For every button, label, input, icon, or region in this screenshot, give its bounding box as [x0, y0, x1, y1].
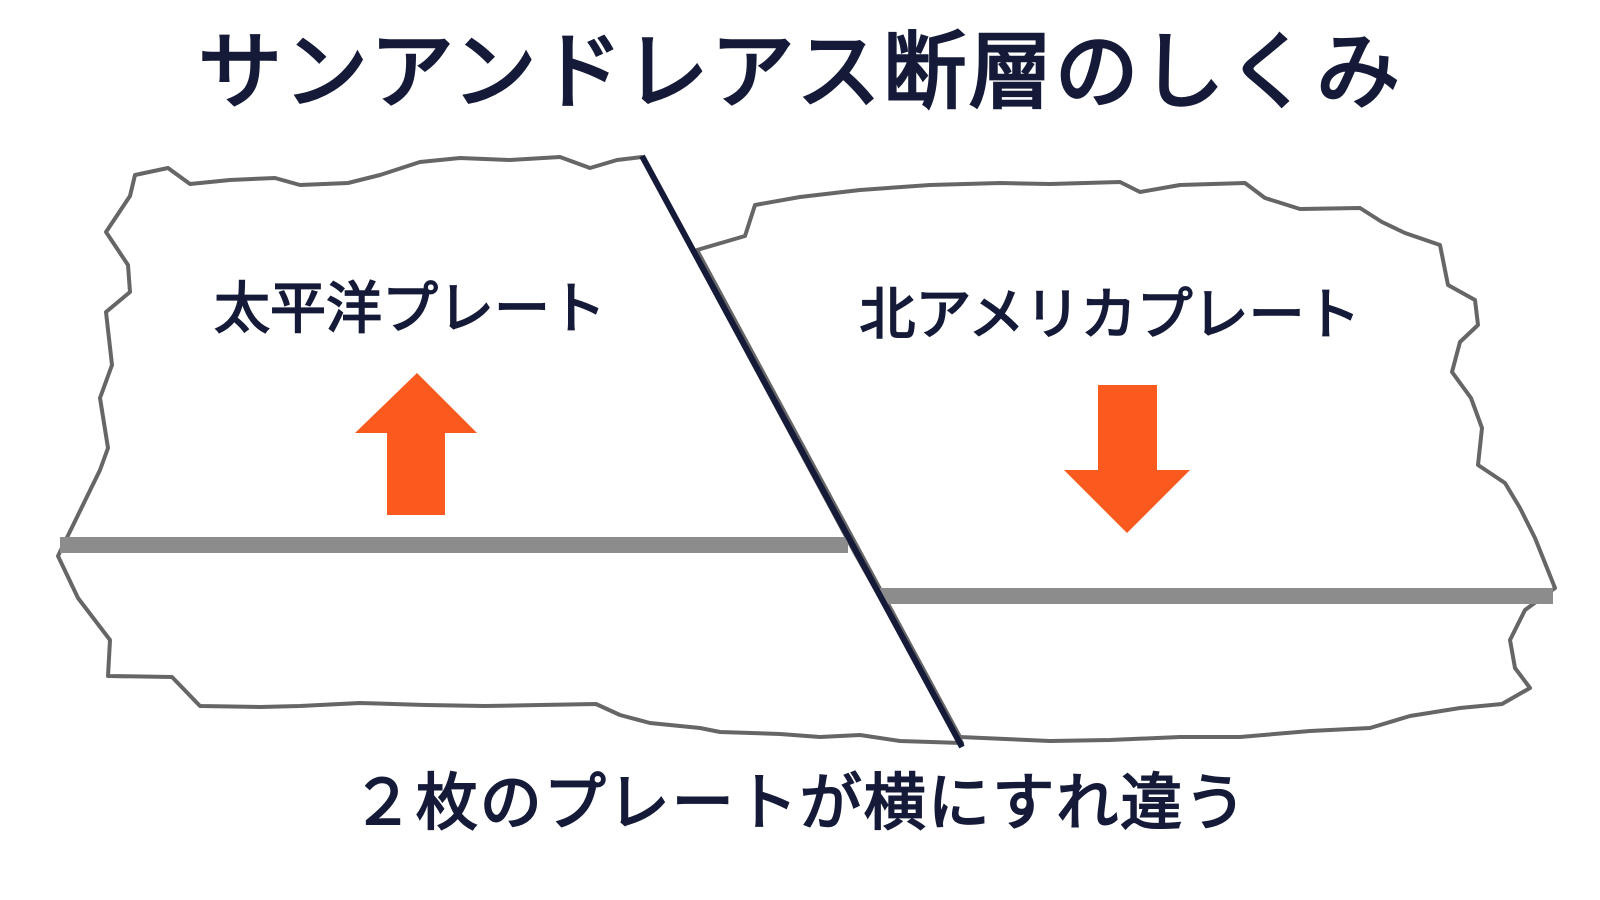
diagram-caption: ２枚のプレートが横にすれ違う — [351, 766, 1249, 839]
diagram-title: サンアンドレアス断層のしくみ — [197, 23, 1402, 121]
north-american-plate-label: 北アメリカプレート — [859, 283, 1361, 348]
pacific-plate-label: 太平洋プレート — [214, 277, 606, 342]
arrow-up-icon — [355, 373, 477, 515]
arrow-down-icon — [1064, 385, 1190, 533]
fault-line — [639, 154, 965, 749]
pacific-plate-block — [56, 155, 964, 745]
